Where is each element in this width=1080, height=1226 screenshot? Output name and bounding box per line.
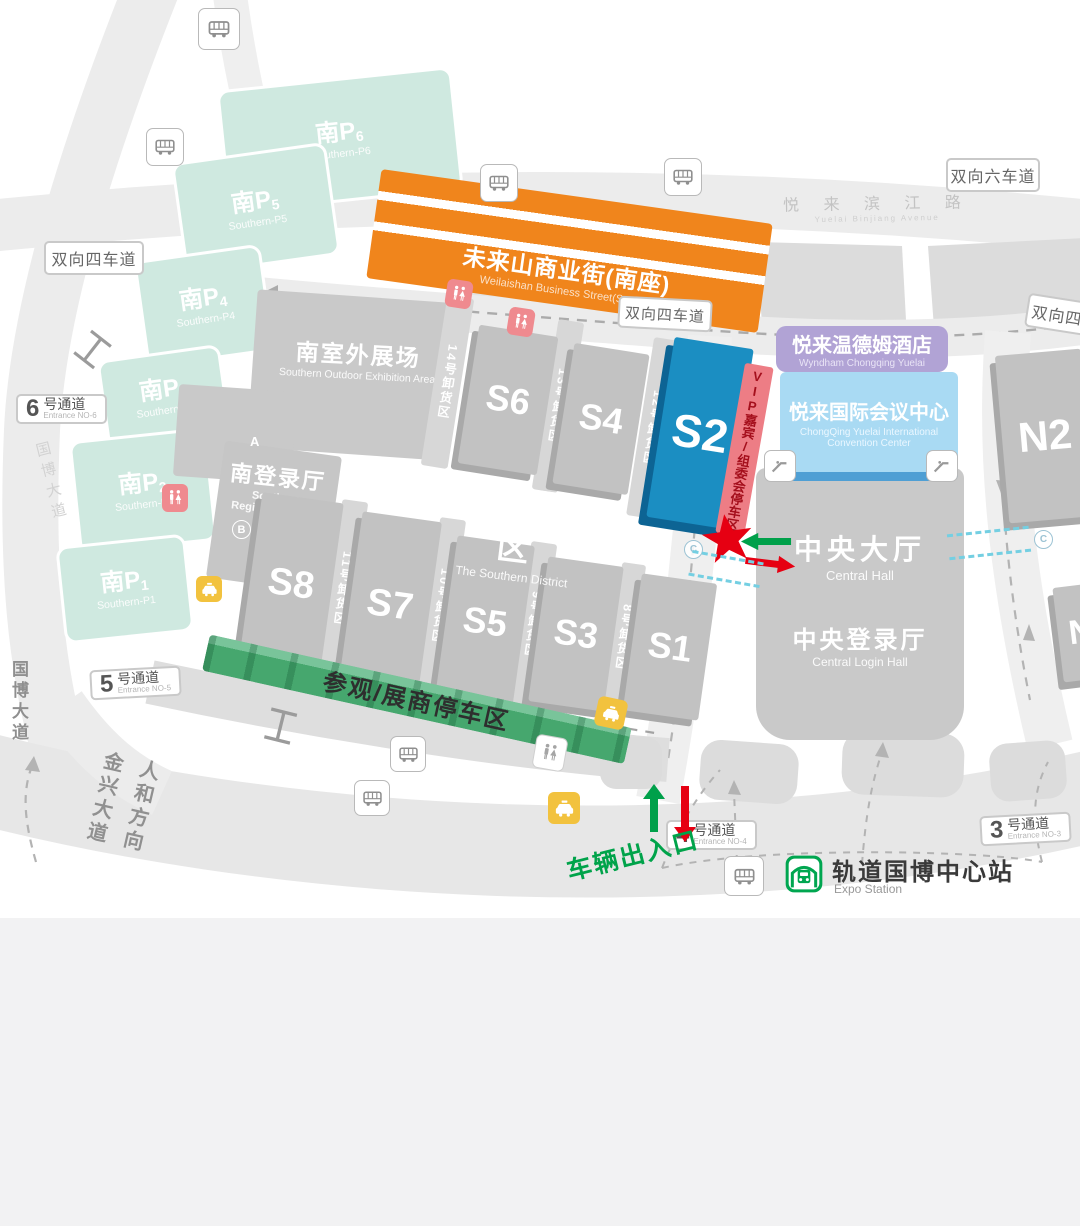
restroom-icon [162,484,188,512]
six-lane-label: 双向六车道 [946,158,1040,192]
bus-stop-icon [480,164,518,202]
taxi-icon [548,792,580,824]
crossing-marker-c: C [1034,530,1053,549]
bus-stop-icon [724,856,764,896]
convention-label-en2: Convention Center [827,437,911,449]
bus-stop-icon [198,8,240,50]
lot-p1-sub: 1 [139,576,150,594]
restroom-icon [531,733,569,773]
convention-label-en1: ChongQing Yuelai International [799,426,939,438]
convention-label: 悦来国际会议中心 [789,401,949,424]
metro-icon [784,854,824,899]
marker-a: A [250,434,260,449]
restroom-icon [505,306,537,338]
bridge-icon [253,699,308,757]
lot-p4-name: 南P [177,283,221,316]
gate-arrow-out-icon [743,551,798,581]
expo-station-label-en: Expo Station [834,882,903,896]
committee-star-icon [698,511,757,573]
lot-p1-name: 南P [99,566,142,598]
escalator-icon [926,450,958,482]
bus-stop-icon [354,780,390,816]
central-login-label: 中央登录厅 Central Login Hall [792,627,928,669]
vehicle-gate-out-arrow-icon [674,786,696,847]
four-lane-label-mid: 双向四车道 [617,295,713,333]
taxi-icon [196,576,222,602]
map-legend: 展览展示区 参观/展商停车区 组委会服务处 轨道交通 大会指定酒店(温德姆酒店)… [0,918,1080,1226]
crossing-marker-c: C [684,540,703,559]
south-district-label: 南 展 区 The Southern District [454,480,569,591]
binjiang-road-name: 悦 来 滨 江 路 Yuelai Binjiang Avenue [782,194,971,225]
lot-p3-name: 南P [137,374,181,407]
hall-n2: N2 [994,348,1080,524]
escalator-icon [764,450,796,482]
vehicle-gate-in-arrow-icon [643,784,665,837]
gate-arrow-in-icon [740,532,792,556]
lot-p6-sub: 6 [354,127,365,145]
central-hall-building [756,468,964,740]
bus-stop-icon [664,158,702,196]
restroom-icon [443,278,475,310]
lot-p2-name: 南P [117,468,160,500]
lot-p5-name: 南P [229,186,273,219]
four-lane-label-left: 双向四车道 [44,241,144,275]
lot-p5-sub: 5 [270,195,281,213]
expo-station-label: 轨道国博中心站 [832,859,1014,886]
taxi-icon [593,695,629,731]
guobo-avenue-label: 国博大道 [9,660,28,744]
bus-stop-icon [390,736,426,772]
wyndham-hotel-label: 悦来温德姆酒店 Wyndham Chongqing Yuelai [776,326,948,372]
bus-stop-icon [146,128,184,166]
marker-b: B [232,520,251,539]
central-hall-label: 中央大厅 Central Hall [793,534,926,583]
outdoor-exhibition-label: 南室外展场 Southern Outdoor Exhibition Area [278,338,436,387]
bridge-icon [60,320,122,383]
lot-p4-sub: 4 [218,292,229,310]
